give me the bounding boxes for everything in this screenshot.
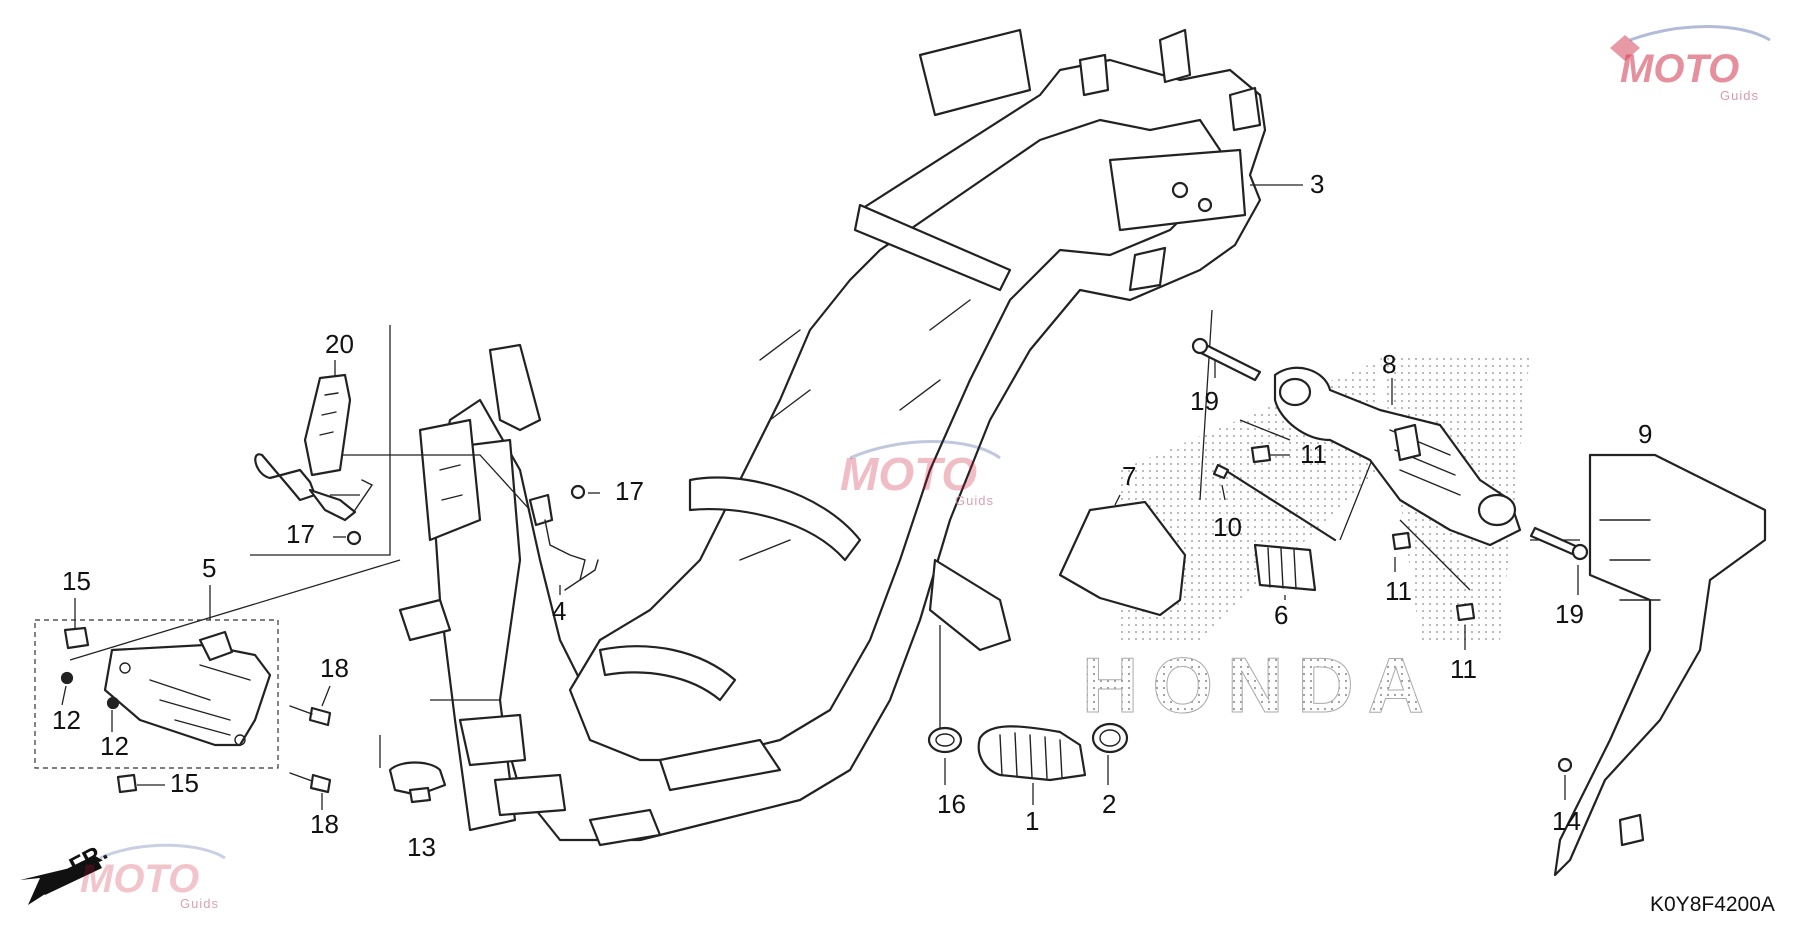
part-9-cover — [1553, 453, 1767, 877]
callout-15a: 15 — [62, 566, 91, 596]
callout-17b: 17 — [615, 476, 644, 506]
part-15-clip-bottom — [116, 773, 138, 794]
group-bracket-20 — [250, 325, 391, 556]
group-box-5 — [34, 619, 279, 769]
label-leaders — [61, 360, 1579, 810]
part-8-hanger — [1273, 366, 1522, 547]
svg-text:Guids: Guids — [955, 493, 994, 508]
part-15-clip-top — [63, 626, 90, 650]
callout-18b: 18 — [310, 809, 339, 839]
part-14-screw — [1557, 757, 1573, 773]
callout-14: 14 — [1552, 806, 1581, 836]
part-12-grommet-left — [60, 671, 74, 685]
svg-text:MOTO: MOTO — [1620, 47, 1739, 91]
callout-17a: 17 — [286, 519, 315, 549]
catalog-code: K0Y8F4200A — [1650, 893, 1775, 916]
part-20-bracket — [254, 373, 374, 522]
front-arrow-icon — [20, 855, 102, 905]
callout-13: 13 — [407, 832, 436, 862]
callout-12b: 12 — [100, 731, 129, 761]
callout-16: 16 — [937, 789, 966, 819]
callout-18a: 18 — [320, 653, 349, 683]
callout-11b: 11 — [1385, 576, 1412, 606]
honda-wordmark: HONDA — [1082, 641, 1438, 729]
moto-watermark-top-right: MOTO Guids — [1610, 25, 1771, 103]
moto-watermark-center: MOTO Guids — [840, 440, 1001, 508]
part-18-bolt-upper — [289, 705, 332, 727]
callout-11a: 11 — [1300, 439, 1327, 469]
svg-text:MOTO: MOTO — [80, 857, 199, 901]
part-11-nut-b — [1391, 531, 1412, 551]
callout-5: 5 — [202, 553, 216, 583]
callout-6: 6 — [1274, 600, 1288, 630]
part-17-nut-left — [346, 530, 362, 546]
frame-body — [398, 28, 1267, 847]
callout-11c: 11 — [1450, 654, 1477, 684]
callout-2: 2 — [1102, 789, 1116, 819]
callout-7: 7 — [1122, 461, 1136, 491]
part-19-bolt-upper — [1191, 337, 1262, 382]
part-2-clamp — [1091, 722, 1129, 754]
callout-19b: 19 — [1555, 599, 1584, 629]
callout-4: 4 — [552, 596, 566, 626]
part-16-clamp — [927, 726, 963, 754]
part-4-stay — [528, 493, 599, 591]
callout-12a: 12 — [52, 705, 81, 735]
callout-19a: 19 — [1190, 386, 1219, 416]
part-11-nut-c — [1455, 602, 1476, 622]
moto-watermark-bottom-left: MOTO Guids — [80, 843, 226, 911]
callout-3: 3 — [1310, 169, 1324, 199]
part-13-clip — [388, 761, 447, 804]
part-17-nut-right — [570, 484, 586, 500]
part-18-bolt-lower — [289, 772, 332, 794]
part-5-bracket — [103, 630, 272, 747]
callout-9: 9 — [1638, 419, 1652, 449]
callout-10: 10 — [1213, 512, 1242, 542]
svg-text:MOTO: MOTO — [840, 448, 977, 500]
callout-8: 8 — [1382, 349, 1396, 379]
part-11-nut-a — [1250, 444, 1272, 464]
part-6-rubber — [1253, 543, 1317, 592]
part-12-grommet-right — [106, 696, 120, 710]
svg-text:Guids: Guids — [1720, 88, 1759, 103]
callout-1: 1 — [1025, 806, 1039, 836]
callout-labels: 3 20 17 17 4 5 15 15 12 12 18 18 13 16 1… — [52, 169, 1652, 862]
callout-15b: 15 — [170, 768, 199, 798]
part-1-boot — [977, 725, 1087, 782]
callout-20: 20 — [325, 329, 354, 359]
part-10-bolt — [1212, 463, 1337, 542]
part-7-guard — [1058, 500, 1187, 617]
svg-text:Guids: Guids — [180, 896, 219, 911]
part-19-bolt-lower — [1529, 526, 1589, 561]
